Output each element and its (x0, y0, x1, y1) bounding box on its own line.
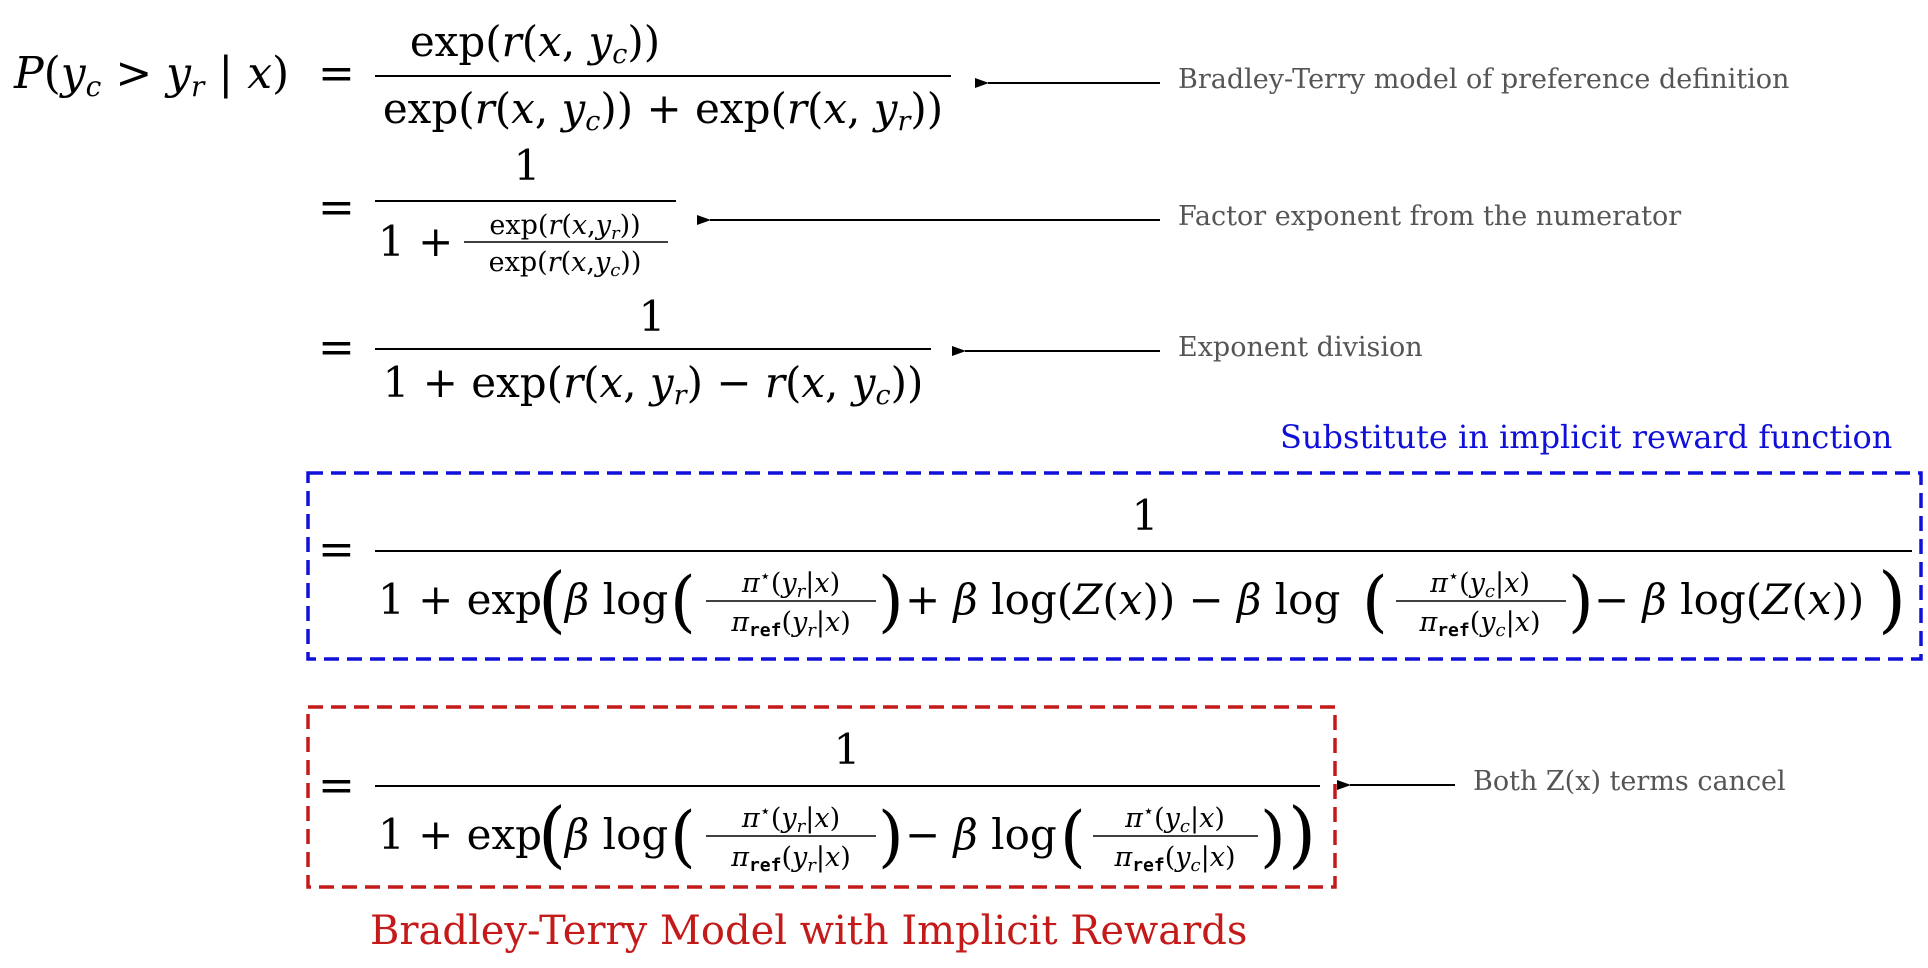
equals-sign: = (318, 182, 355, 233)
equals-sign: = (318, 322, 355, 373)
paren-close-2: ) (1568, 563, 1594, 640)
inner-denominator: exp(r(x,yc)) (489, 247, 642, 281)
paren-open-2: ( (1060, 798, 1086, 875)
beta-log-1: β log (563, 810, 668, 859)
big-paren-open: ( (538, 792, 566, 876)
annotation-step-3: Exponent division (1178, 332, 1423, 363)
inner-numerator: exp(r(x,yr)) (489, 210, 640, 244)
one-plus-exp: 1 + exp (378, 810, 542, 859)
annotation-step-2: Factor exponent from the numerator (1178, 201, 1682, 232)
result-box (306, 705, 1337, 889)
paren-close-2: ) (1260, 798, 1286, 875)
equals-sign: = (318, 524, 355, 575)
annotation-step-4: Substitute in implicit reward function (1280, 418, 1893, 456)
numerator: exp(r(x, yc)) (410, 17, 660, 70)
beta-log-1: β log (563, 575, 668, 624)
numerator-one: 1 (834, 725, 861, 774)
policy-ratio-den-r: πref(yr|x) (730, 607, 851, 641)
denominator-one-plus: 1 + (378, 217, 453, 266)
big-paren-open: ( (538, 557, 566, 641)
big-paren-close: ) (1878, 557, 1906, 641)
policy-ratio-den-c: πref(yc|x) (1113, 842, 1235, 876)
result-caption: Bradley-Terry Model with Implicit Reward… (370, 908, 1248, 954)
equation-step-4: = 1 1 + exp ( β log ( π⋆(yr|x) πref(yr|x… (318, 491, 1912, 641)
numerator-one: 1 (639, 292, 666, 341)
lhs-probability: P(yc > yr | x) (13, 48, 289, 103)
policy-ratio-num-c: π⋆(yc|x) (1429, 566, 1530, 602)
annotation-step-5: Both Z(x) terms cancel (1473, 766, 1786, 797)
equation-step-5: = 1 1 + exp ( β log ( π⋆(yr|x) πref(yr|x… (318, 725, 1320, 876)
substitution-box (306, 471, 1923, 661)
paren-close-1: ) (878, 563, 904, 640)
annotation-step-1: Bradley-Terry model of preference defini… (1178, 64, 1790, 95)
equation-step-3: = 1 1 + exp(r(x, yr) − r(x, yc)) (318, 292, 931, 411)
policy-ratio-den-r: πref(yr|x) (730, 842, 851, 876)
policy-ratio-num-c: π⋆(yc|x) (1124, 801, 1225, 837)
numerator-one: 1 (1132, 491, 1159, 540)
equation-step-2: = 1 1 + exp(r(x,yr)) exp(r(x,yc)) (318, 141, 676, 281)
policy-ratio-den-c: πref(yc|x) (1418, 607, 1540, 641)
big-paren-close: ) (1288, 792, 1316, 876)
paren-open-2: ( (1362, 563, 1388, 640)
equals-sign: = (318, 760, 355, 811)
paren-open-1: ( (670, 563, 696, 640)
one-plus-exp: 1 + exp (378, 575, 542, 624)
equals-sign: = (318, 48, 355, 99)
equation-step-1: P(yc > yr | x) = exp(r(x, yc)) exp(r(x, … (13, 17, 951, 137)
paren-open-1: ( (670, 798, 696, 875)
plus-beta-log-z: + β log(Z(x)) − β log (905, 575, 1340, 624)
minus-beta-log-z: − β log(Z(x)) (1594, 575, 1864, 624)
denominator: exp(r(x, yc)) + exp(r(x, yr)) (383, 84, 943, 137)
policy-ratio-num-r: π⋆(yr|x) (741, 801, 840, 837)
numerator-one: 1 (514, 141, 541, 190)
denominator: 1 + exp(r(x, yr) − r(x, yc)) (383, 358, 924, 411)
paren-close-1: ) (878, 798, 904, 875)
minus-beta-log: − β log (905, 810, 1057, 859)
policy-ratio-num-r: π⋆(yr|x) (741, 566, 840, 602)
